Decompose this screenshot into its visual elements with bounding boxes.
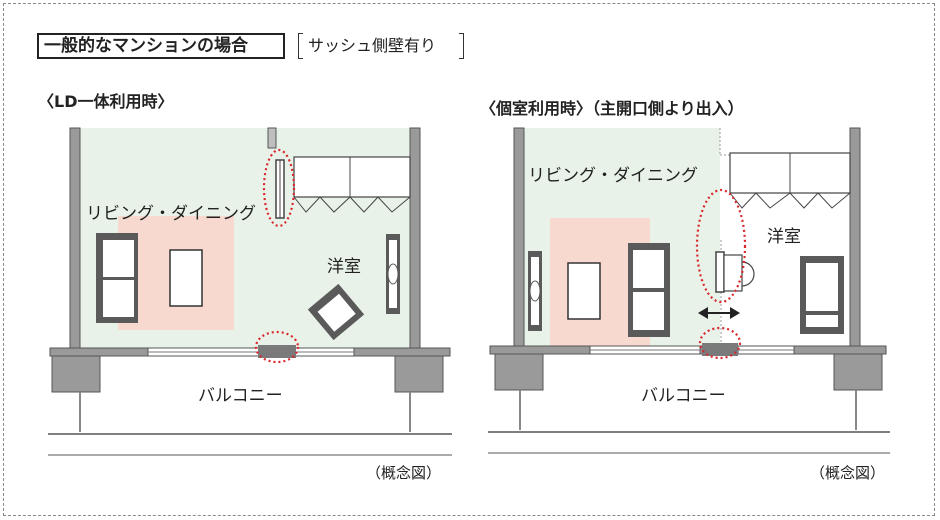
header-title: 一般的なマンションの場合: [37, 33, 285, 59]
left-living-label: リビング・ダイニング: [86, 204, 256, 224]
outer-frame: [3, 3, 935, 516]
right-table: [567, 262, 601, 320]
left-sash-wall: [258, 345, 296, 358]
left-highlight-sash: [254, 330, 300, 364]
left-wall-right: [409, 127, 421, 351]
header-subtitle-text: サッシュ側壁有り: [308, 36, 437, 55]
left-column-left: [51, 355, 101, 393]
right-column-left: [494, 353, 544, 391]
right-highlight-sash: [698, 326, 742, 360]
right-partition-door: [715, 251, 725, 293]
left-chair: [307, 283, 365, 341]
left-plan: リビング・ダイニング 洋室 バルコニー: [48, 127, 452, 456]
left-partition-stub: [267, 127, 277, 149]
header-subtitle: サッシュ側壁有り: [298, 33, 464, 59]
right-living-label: リビング・ダイニング: [528, 166, 698, 186]
left-highlight-partition: [262, 148, 296, 228]
right-balcony-label: バルコニー: [641, 386, 726, 406]
left-caption: （概念図）: [366, 464, 442, 482]
left-room-label: 洋室: [327, 257, 361, 277]
bracket-left: [298, 33, 303, 59]
right-plan: リビング・ダイニング 洋室 バルコニー: [488, 127, 890, 454]
right-caption: （概念図）: [810, 464, 886, 482]
right-wall-right: [849, 127, 861, 349]
left-table: [169, 249, 203, 307]
right-room-label: 洋室: [767, 227, 801, 247]
right-sash-wall: [702, 343, 738, 356]
right-wall-left: [513, 127, 525, 349]
left-plan-title: 〈LD一体利用時〉: [38, 92, 174, 111]
right-column-right: [833, 353, 883, 391]
right-highlight-partition: [695, 188, 747, 304]
left-balcony-label: バルコニー: [198, 386, 283, 406]
left-closet: [293, 156, 411, 198]
left-column-right: [394, 355, 444, 393]
left-wall-left: [69, 127, 81, 351]
bracket-right: [459, 33, 464, 59]
right-plan-title: 〈個室利用時〉（主開口側より出入）: [480, 99, 744, 118]
